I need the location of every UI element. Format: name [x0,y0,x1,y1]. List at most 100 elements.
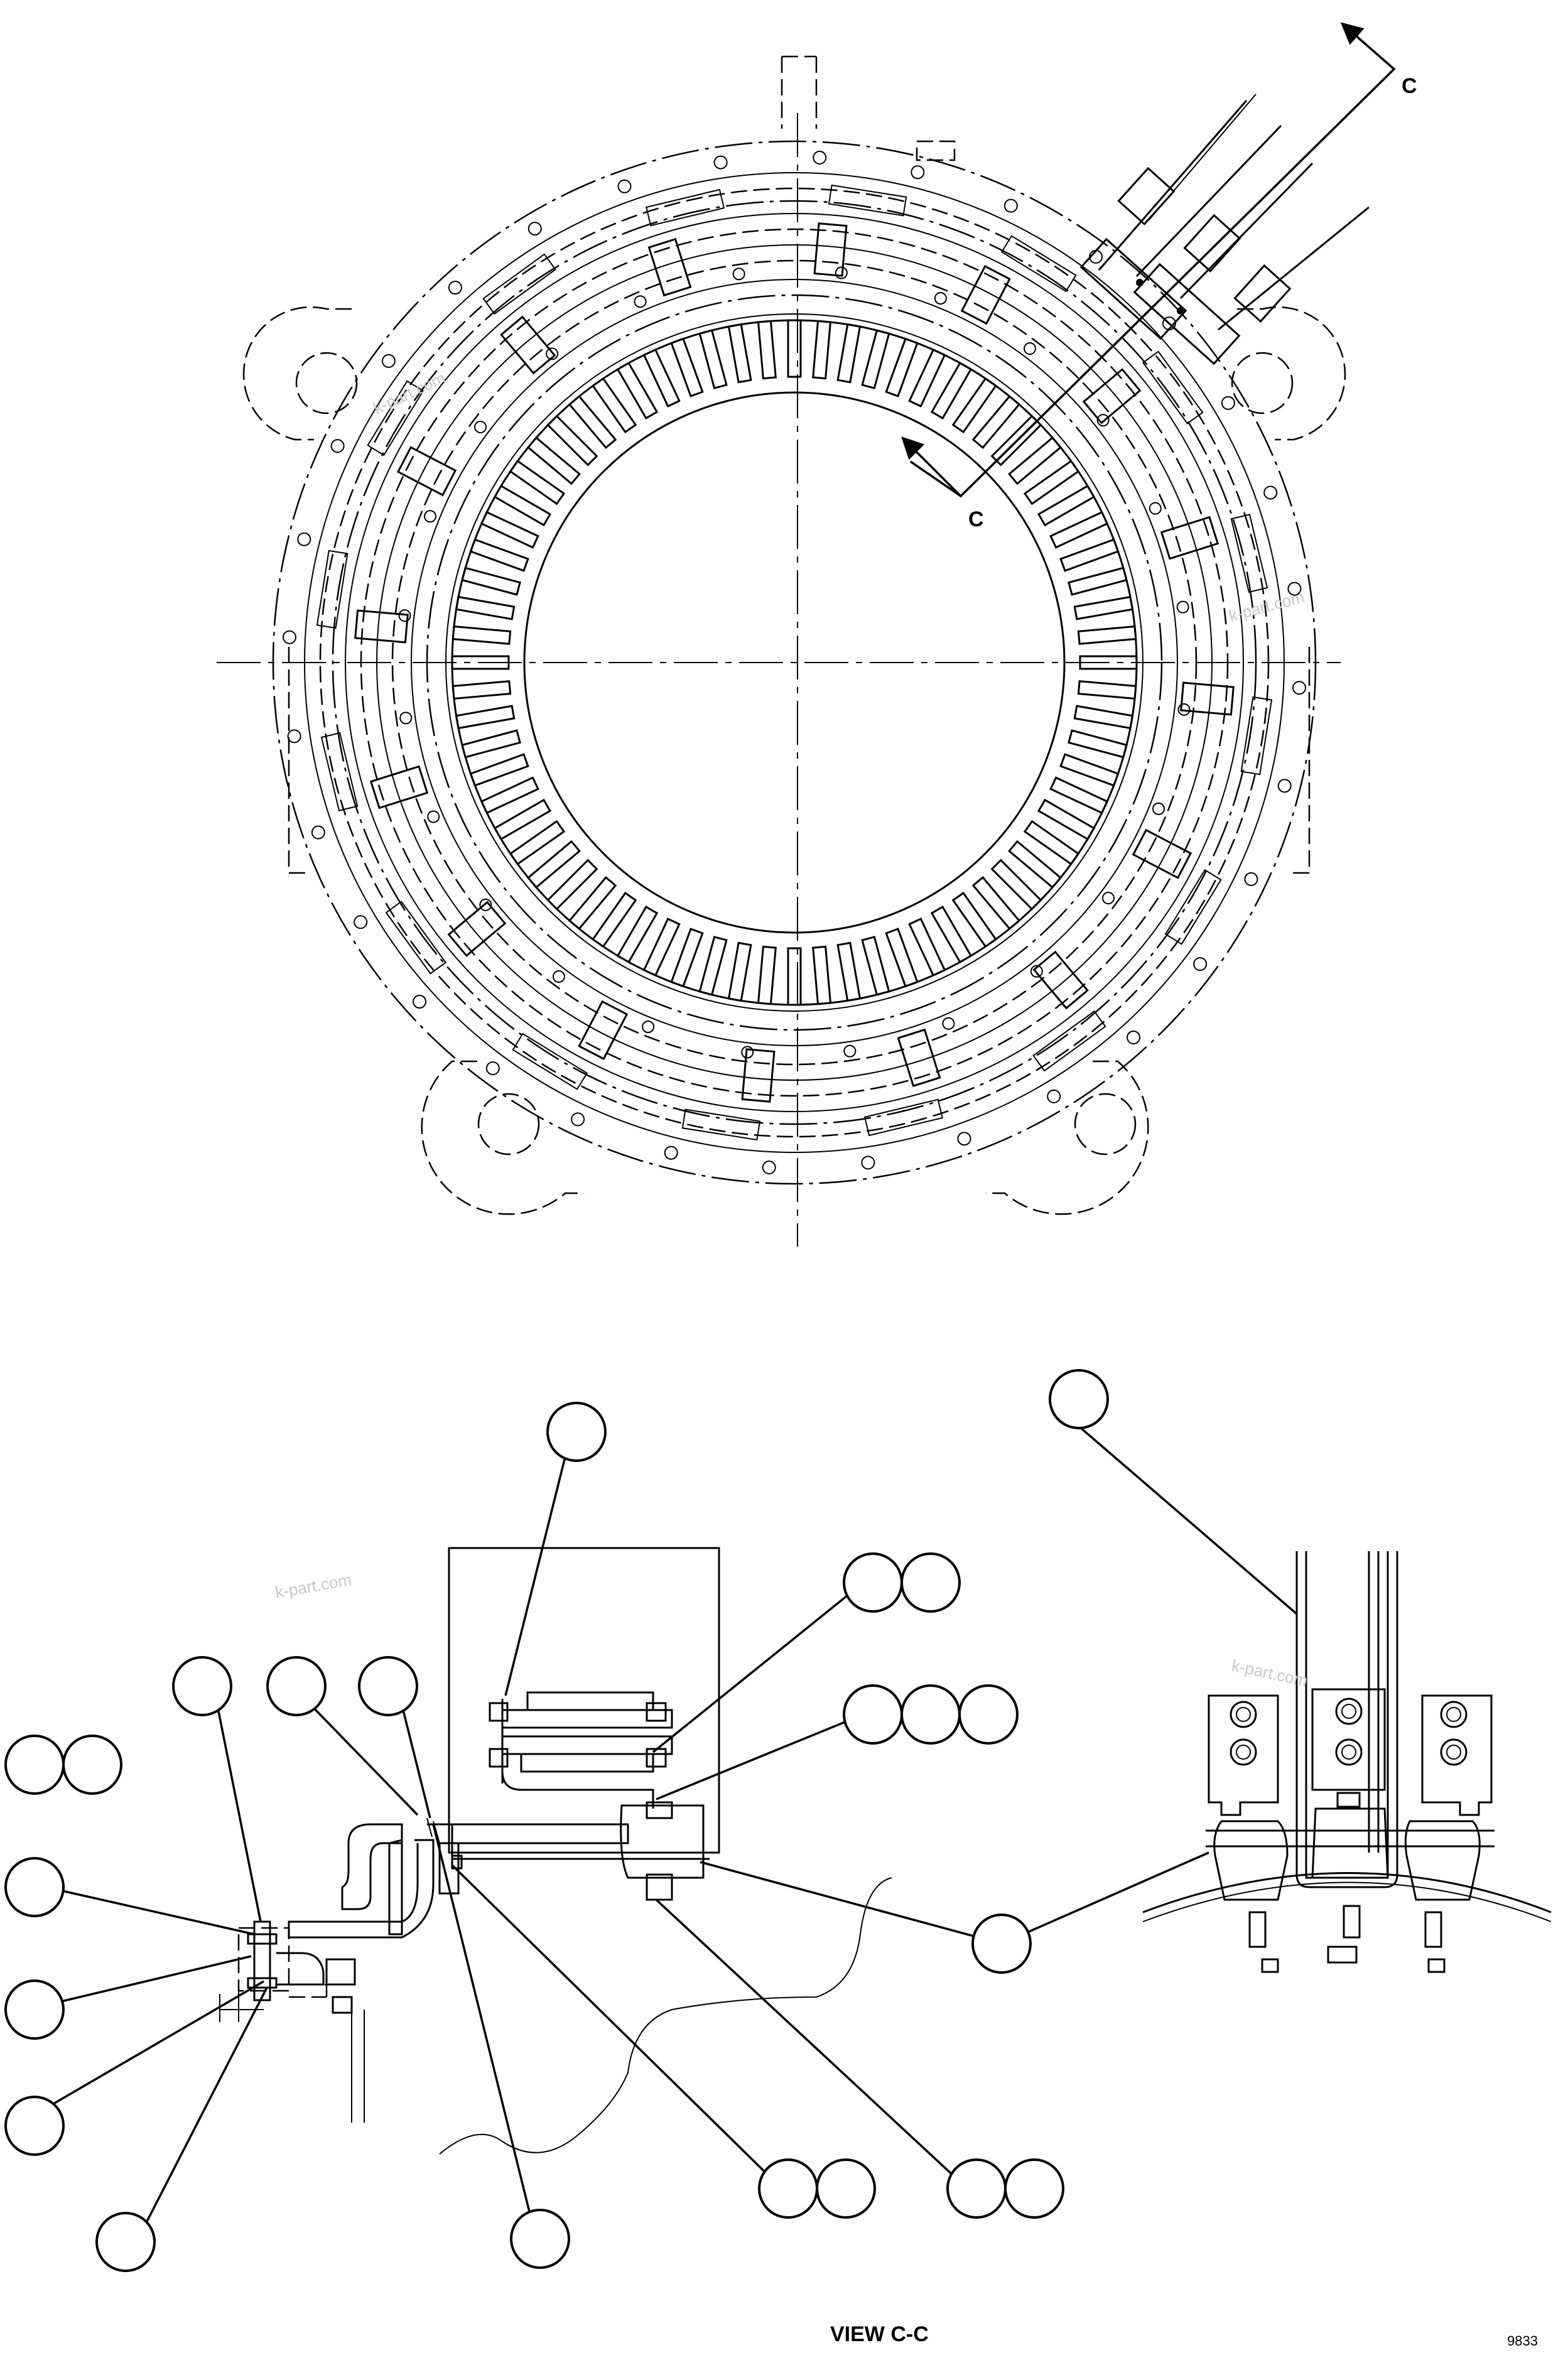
stator-slot [757,945,777,1005]
winding-clamp [1160,516,1219,560]
bolt-hole [762,1160,776,1174]
winding-clamp [741,1048,776,1103]
stator-slot [757,320,777,380]
bolt-hole [399,712,413,725]
bolt-hole [634,295,647,308]
clamp-bar [320,732,359,811]
stator-slot [990,858,1042,911]
section-line-c [901,22,1396,498]
stator-slot [1049,776,1109,815]
stator-slot [861,936,890,996]
bolt-hole [1047,1089,1061,1103]
stator-slot [493,798,552,841]
bolt-hole [527,222,542,236]
bolt-hole [664,1145,678,1160]
stator-slot [971,394,1021,449]
clamp-bar [1142,350,1204,425]
stator-slot [469,538,529,572]
callout-balloon-pair-a-1 [843,1552,903,1613]
bolt-hole [427,810,440,823]
winding-clamp [1180,681,1235,716]
stator-slot [469,753,529,787]
bolt-hole [1193,957,1208,972]
callout-balloons [4,1369,1298,2272]
stator-slot [451,680,512,700]
callout-balloon-middle-right [971,1914,1032,1974]
clamp-bar [512,1032,588,1090]
bolt-hole [1277,779,1292,793]
callout-balloon-triple-3 [958,1684,1019,1745]
bolt-hole [1176,600,1189,614]
stator-slot [1049,511,1109,549]
stator-slot [1037,484,1096,527]
winding-clamp [354,609,409,644]
bolt-hole [1152,802,1165,815]
watermark-3: k-part.com [274,1570,353,1602]
bolt-hole [1003,198,1018,213]
stator-slot [455,595,516,620]
stator-slot [546,858,598,911]
bolt-hole [413,995,427,1009]
watermark-1: k-part.com [370,368,448,418]
stator-slot [1023,460,1080,506]
stator-slot [971,876,1021,931]
stator-slot [480,511,539,549]
winding-clamp [578,1000,629,1061]
stator-slot [1008,436,1062,485]
stator-slot [1008,840,1062,889]
stator-slot [1077,680,1137,700]
clamp-bar [828,184,907,217]
bolt-hole [1030,965,1043,978]
winding-clamp [897,1028,941,1088]
stator-slot [885,337,919,398]
stator-slot [885,928,919,988]
stator-slot [930,905,973,964]
clamp-bar [646,188,725,227]
callout-balloon-left-3 [4,1979,65,2040]
stator-slot [568,876,617,931]
clamp-bar [1240,696,1273,776]
bolt-hole [1177,703,1191,716]
bolt-hole [1149,502,1162,515]
bolt-hole [617,179,632,193]
winding-clamp [1032,950,1089,1010]
bolt-hole [713,155,728,170]
bolt-hole [1101,892,1115,905]
stator-slot [1068,729,1128,759]
bolt-hole [297,532,311,546]
stator-slot [455,705,516,730]
clamp-bar [385,901,447,975]
stator-slot [1073,705,1134,730]
stator-slot [836,941,862,1002]
bolt-hole [813,151,827,165]
stator-slot [670,928,704,988]
callout-balloon-left-2 [4,1857,65,1917]
stator-slot [480,776,539,815]
bolt-hole [479,898,492,911]
callout-balloon-top-center [546,1402,607,1462]
bolt-hole [835,266,848,279]
stator-slot [642,918,681,977]
bolt-hole [1127,1030,1141,1044]
stator-slot [951,377,997,434]
stator-slot [836,323,862,384]
stator-slot [787,947,802,1006]
clamp-bar [681,1108,761,1141]
bolt-hole [1244,872,1258,886]
bolt-hole [861,1156,875,1170]
clamp-bar [863,1098,943,1137]
winding-clamp [647,237,692,297]
bolt-hole [283,630,297,644]
stator-slot [616,361,659,420]
stator-slot [546,414,598,467]
callout-balloon-row-3 [358,1656,418,1716]
winding-clamp [500,315,556,375]
bolt-hole [1292,681,1306,695]
stator-slot [908,918,946,977]
callout-balloon-triple-1 [843,1684,903,1745]
bolt-hole [911,165,925,180]
bolt-hole [1287,582,1302,596]
bolt-hole [1221,396,1235,410]
stator-slot [930,361,973,420]
